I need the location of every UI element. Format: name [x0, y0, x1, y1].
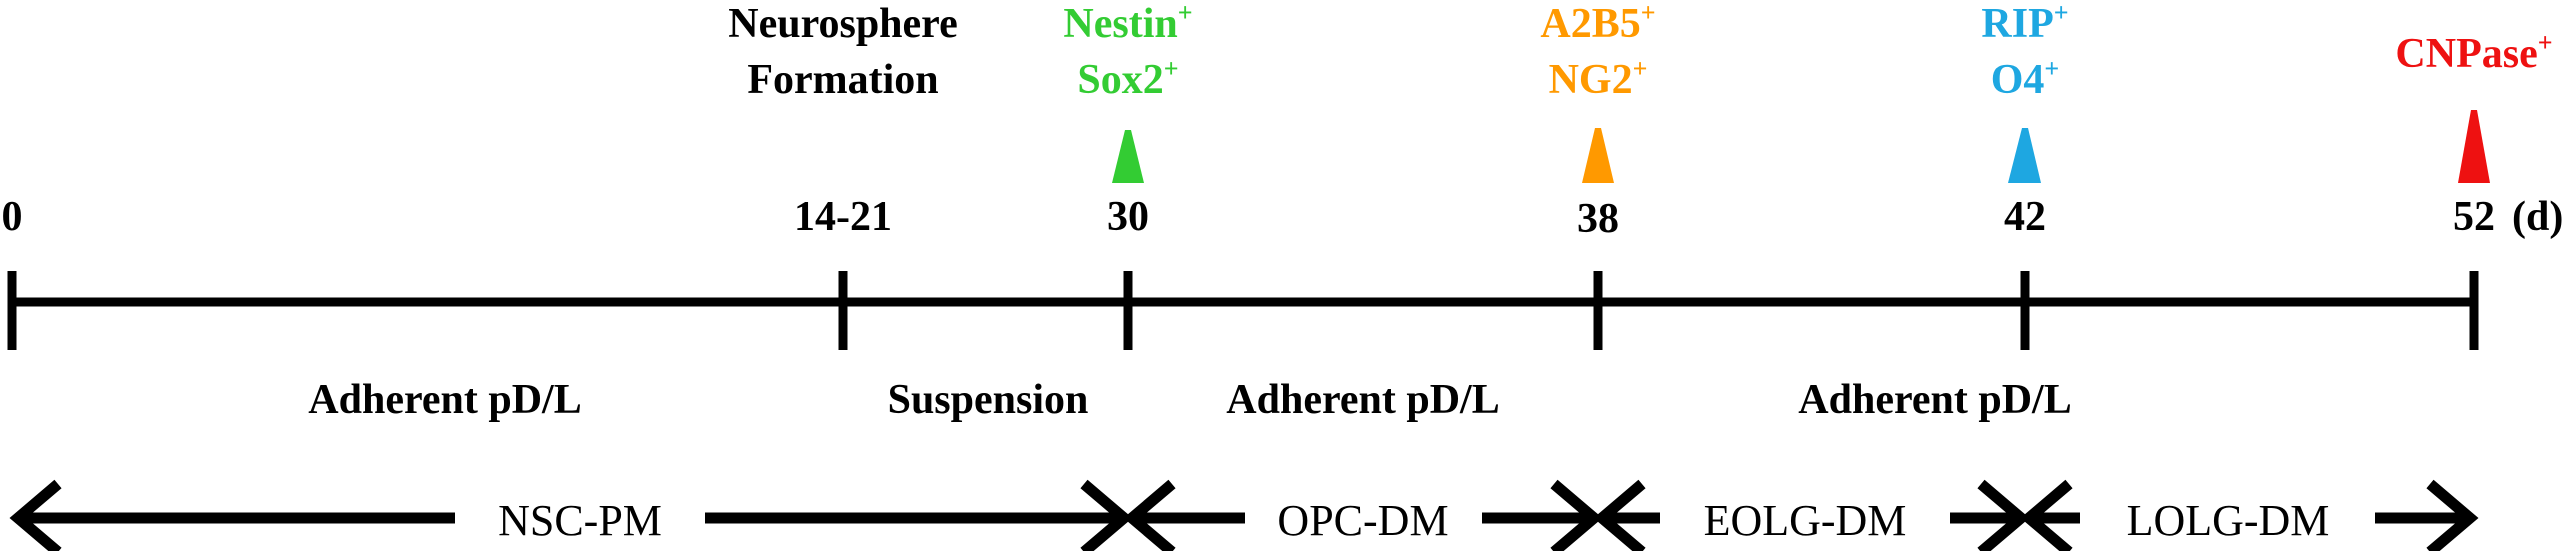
tick-label-42: 42	[2004, 194, 2046, 240]
media-label-nsc-pm: NSC-PM	[498, 496, 662, 545]
media-label-eolg-dm: EOLG-DM	[1704, 496, 1907, 545]
media-label-opc-dm: OPC-DM	[1277, 496, 1448, 545]
triangle-marker-day-30	[1112, 130, 1144, 183]
marker-o4: O4+	[1991, 54, 2060, 103]
phase-label-adherent-2: Adherent pD/L	[1226, 377, 1499, 423]
marker-a2b5: A2B5+	[1540, 0, 1655, 47]
neurosphere-label-line2: Formation	[747, 57, 938, 103]
phase-label-adherent-1: Adherent pD/L	[308, 377, 581, 423]
media-arrows	[9, 479, 2479, 551]
tick-label-14-21: 14-21	[794, 194, 892, 240]
tick-label-30: 30	[1107, 194, 1149, 240]
phase-label-adherent-3: Adherent pD/L	[1798, 377, 2071, 423]
eolg-dm-arrowhead-left	[1593, 479, 1646, 551]
triangle-marker-day-38	[1582, 128, 1614, 183]
media-label-lolg-dm: LOLG-DM	[2127, 496, 2330, 545]
lolg-dm-arrowhead-left	[2020, 479, 2073, 551]
time-unit-label: (d)	[2512, 194, 2563, 240]
marker-rip: RIP+	[1981, 0, 2068, 47]
nsc-pm-arrowhead-left	[9, 479, 62, 551]
opc-dm-arrowhead-left	[1123, 479, 1176, 551]
marker-nestin: Nestin+	[1063, 0, 1192, 47]
lolg-dm-arrowhead-right	[2426, 479, 2479, 551]
triangle-marker-day-42	[2008, 128, 2041, 183]
marker-ng2: NG2+	[1549, 54, 1648, 103]
tick-label-0: 0	[2, 194, 23, 240]
timeline-ticks	[7, 271, 2479, 350]
neurosphere-label-line1: Neurosphere	[728, 1, 957, 47]
marker-sox2: Sox2+	[1077, 54, 1178, 103]
triangle-marker-day-52	[2458, 110, 2490, 183]
phase-label-suspension: Suspension	[888, 377, 1089, 423]
tick-label-38: 38	[1577, 196, 1619, 242]
tick-label-52: 52	[2453, 194, 2495, 240]
marker-cnpase: CNPase+	[2395, 28, 2552, 77]
